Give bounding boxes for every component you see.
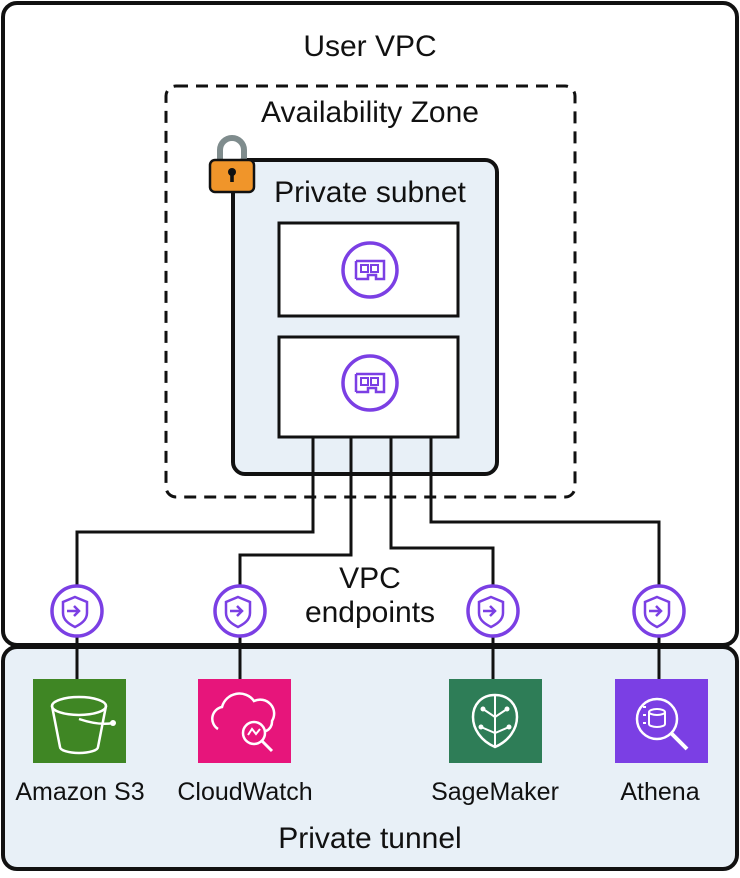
lock-icon bbox=[208, 135, 256, 194]
private-subnet-title: Private subnet bbox=[274, 176, 466, 209]
connector-sagemaker bbox=[389, 437, 495, 588]
user-vpc-box bbox=[1, 1, 739, 647]
service-label-s3: Amazon S3 bbox=[15, 778, 145, 806]
network-interface-icon bbox=[341, 241, 399, 299]
vpc-endpoint-icon bbox=[213, 584, 267, 638]
vpc-endpoint-icon bbox=[50, 584, 104, 638]
private-tunnel-title: Private tunnel bbox=[278, 822, 462, 855]
vpc-endpoints-label-line2: endpoints bbox=[304, 596, 436, 629]
sagemaker-icon bbox=[449, 679, 542, 763]
availability-zone-box bbox=[164, 84, 577, 499]
connector-athena bbox=[429, 437, 661, 588]
connector-s3 bbox=[75, 437, 315, 588]
service-label-cloudwatch: CloudWatch bbox=[177, 778, 313, 806]
athena-icon bbox=[615, 679, 708, 763]
service-label-athena: Athena bbox=[620, 778, 700, 806]
connector-cloudwatch bbox=[238, 437, 353, 588]
s3-bucket-icon bbox=[33, 679, 126, 763]
connector-lines bbox=[75, 437, 661, 680]
network-interface-icon bbox=[341, 354, 399, 412]
user-vpc-title: User VPC bbox=[303, 30, 437, 63]
availability-zone-title: Availability Zone bbox=[261, 96, 479, 129]
instance-box-2 bbox=[277, 335, 460, 439]
cloudwatch-icon bbox=[198, 679, 291, 763]
service-label-sagemaker: SageMaker bbox=[431, 778, 559, 806]
vpc-endpoints-label-line1: VPC bbox=[339, 562, 401, 595]
vpc-endpoint-icon bbox=[466, 584, 520, 638]
vpc-endpoint-icon bbox=[632, 584, 686, 638]
